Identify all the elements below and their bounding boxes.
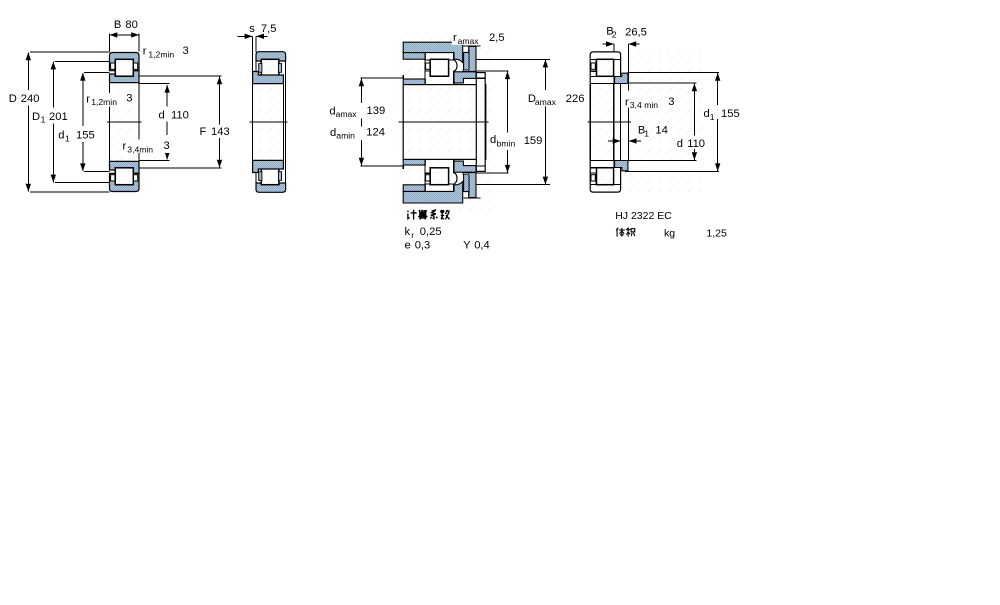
svg-text:7,5: 7,5: [261, 23, 277, 35]
svg-text:14: 14: [655, 125, 667, 137]
svg-text:0,25: 0,25: [420, 226, 442, 238]
svg-text:155: 155: [76, 130, 95, 142]
svg-text:124: 124: [366, 127, 385, 139]
svg-text:e: e: [405, 239, 411, 251]
svg-text:d1: d1: [58, 130, 70, 144]
svg-text:0,3: 0,3: [415, 239, 431, 251]
svg-text:3: 3: [668, 96, 674, 108]
svg-text:kg: kg: [664, 228, 675, 240]
svg-text:1,25: 1,25: [706, 228, 727, 240]
svg-text:201: 201: [49, 111, 68, 123]
svg-text:3: 3: [126, 93, 132, 105]
svg-text:B1: B1: [638, 125, 649, 139]
svg-text:3: 3: [164, 140, 170, 152]
svg-text:240: 240: [21, 93, 40, 105]
svg-text:139: 139: [367, 105, 386, 117]
svg-text:F: F: [200, 126, 207, 138]
svg-text:B: B: [114, 19, 121, 31]
svg-text:B2: B2: [606, 26, 617, 40]
svg-text:ramax: ramax: [453, 32, 479, 46]
svg-text:159: 159: [524, 135, 543, 147]
svg-text:Damax: Damax: [528, 93, 557, 107]
svg-text:r1,2min: r1,2min: [86, 93, 117, 107]
svg-text:dbmin: dbmin: [490, 134, 515, 148]
svg-text:D: D: [9, 93, 17, 105]
svg-text:r3,4min: r3,4min: [123, 140, 154, 154]
svg-text:HJ 2322 EC: HJ 2322 EC: [615, 210, 672, 222]
svg-text:kr: kr: [405, 226, 415, 240]
svg-text:d: d: [159, 109, 165, 121]
svg-text:26,5: 26,5: [625, 26, 647, 38]
svg-text:110: 110: [687, 138, 705, 150]
svg-text:d: d: [677, 138, 683, 150]
svg-text:d1: d1: [704, 108, 715, 122]
svg-text:110: 110: [171, 109, 189, 121]
svg-text:r3,4 min: r3,4 min: [625, 96, 658, 110]
svg-text:r1,2min: r1,2min: [143, 46, 175, 60]
svg-text:80: 80: [125, 19, 137, 31]
svg-text:143: 143: [211, 126, 230, 138]
svg-text:D1: D1: [32, 111, 46, 125]
svg-text:damin: damin: [330, 127, 355, 141]
svg-text:226: 226: [566, 93, 585, 105]
svg-text:damax: damax: [329, 105, 357, 119]
svg-text:s: s: [249, 23, 255, 35]
svg-text:3: 3: [183, 45, 189, 57]
svg-text:Y: Y: [463, 239, 471, 251]
svg-text:2,5: 2,5: [489, 32, 505, 44]
svg-text:155: 155: [721, 108, 740, 120]
svg-text:0,4: 0,4: [474, 239, 490, 251]
